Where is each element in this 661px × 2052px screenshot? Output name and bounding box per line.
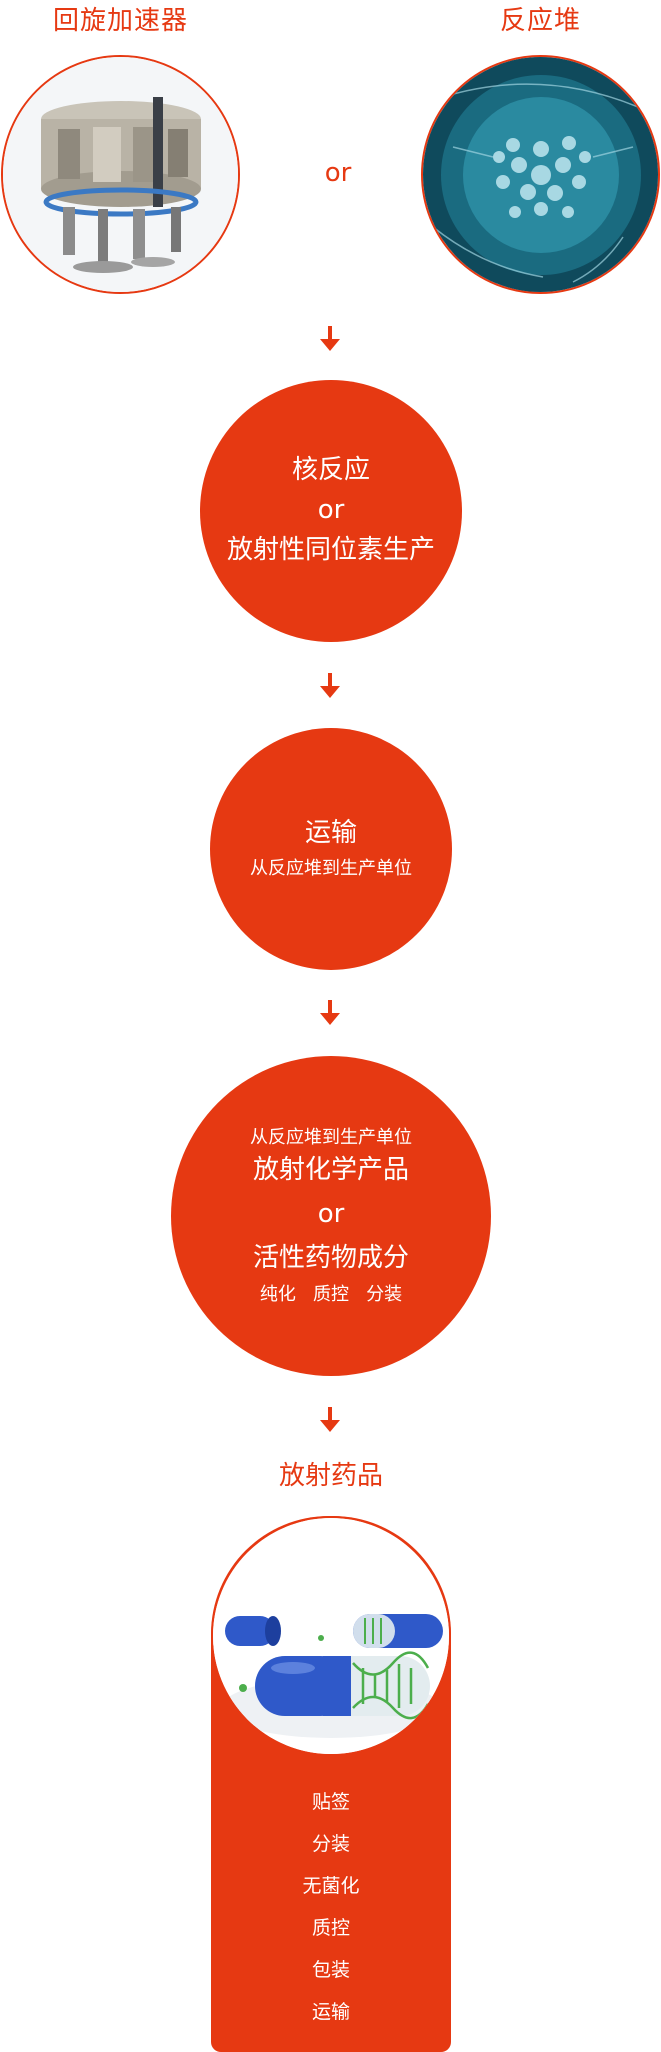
stage2-title: 运输	[304, 817, 357, 848]
stage1-line1: 核反应	[291, 455, 370, 486]
stage-production: 从反应堆到生产单位 放射化学产品 or 活性药物成分 纯化 质控 分装	[171, 1056, 491, 1376]
stage3-subtitle: 从反应堆到生产单位	[250, 1127, 412, 1149]
cyclotron-machine-image	[3, 57, 238, 292]
final-step-item: 包装	[311, 1959, 350, 1981]
cyclotron-label: 回旋加速器	[52, 6, 188, 36]
final-title: 放射药品	[278, 1461, 383, 1491]
reactor-label: 反应堆	[499, 6, 581, 36]
stage2-subtitle: 从反应堆到生产单位	[250, 858, 412, 880]
final-step-item: 分装	[311, 1833, 350, 1855]
stage3-or: or	[317, 1199, 345, 1230]
capsule-image	[213, 1518, 449, 1754]
final-step-item: 质控	[311, 1917, 350, 1939]
final-step-item: 运输	[311, 2001, 350, 2023]
down-arrow-icon	[320, 1407, 340, 1432]
final-step-item: 无菌化	[302, 1875, 360, 1897]
stage3-steps: 纯化 质控 分装	[259, 1283, 403, 1305]
final-steps-list: 贴签 分装 无菌化 质控 包装 运输	[211, 1781, 451, 2033]
reactor-image	[421, 55, 660, 294]
stage1-line2: 放射性同位素生产	[226, 534, 435, 565]
stage3-line1: 放射化学产品	[252, 1155, 409, 1186]
or-label: or	[324, 158, 352, 188]
cyclotron-image	[1, 55, 240, 294]
stage-nuclear-reaction: 核反应 or 放射性同位素生产	[200, 380, 462, 642]
capsule-image	[211, 1516, 451, 1756]
final-step-item: 贴签	[311, 1791, 350, 1813]
reactor-core-image	[423, 57, 658, 292]
final-steps-card: 贴签 分装 无菌化 质控 包装 运输	[211, 1516, 451, 2052]
down-arrow-icon	[320, 1000, 340, 1025]
stage3-line2: 活性药物成分	[252, 1242, 409, 1273]
down-arrow-icon	[320, 326, 340, 351]
stage-transport: 运输 从反应堆到生产单位	[210, 728, 452, 970]
stage1-or: or	[317, 495, 345, 526]
down-arrow-icon	[320, 673, 340, 698]
